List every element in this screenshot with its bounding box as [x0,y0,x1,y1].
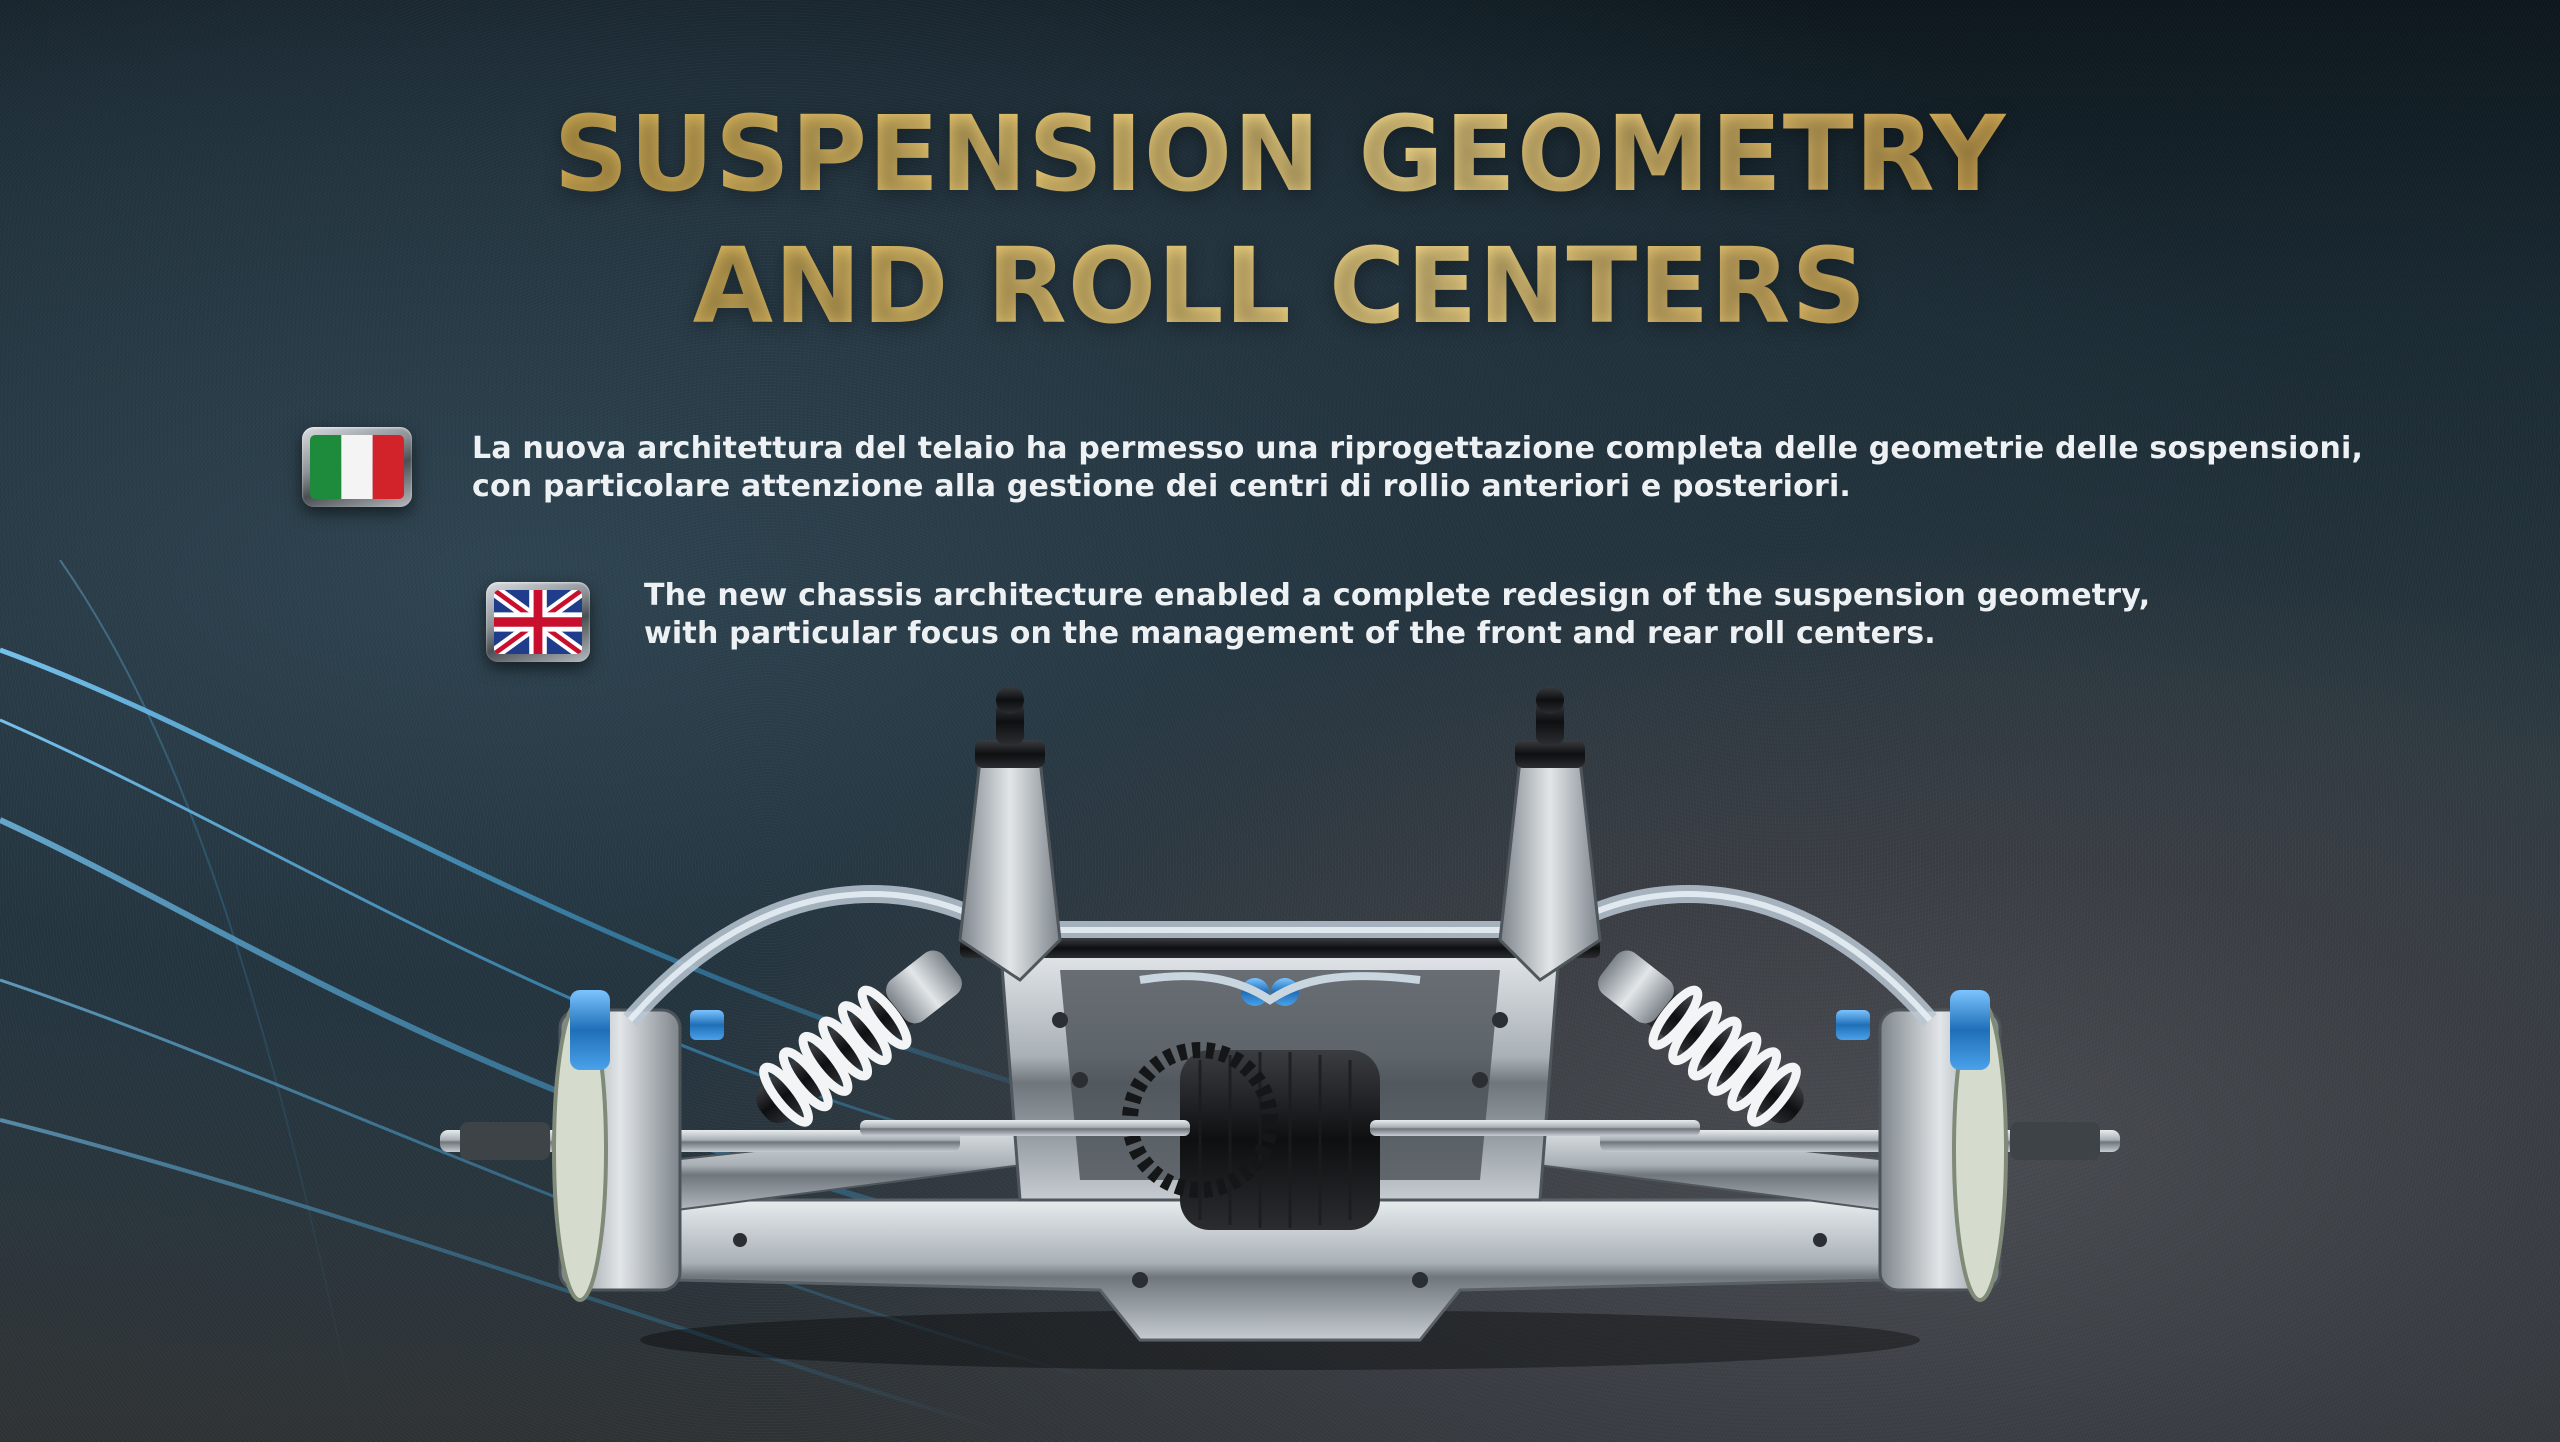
italian-line-1: La nuova architettura del telaio ha perm… [472,431,2364,466]
rc-chassis-render [440,686,2120,1370]
italy-flag-icon [302,427,412,507]
english-line-1: The new chassis architecture enabled a c… [644,578,2151,613]
page-title: SUSPENSION GEOMETRY AND ROLL CENTERS [0,88,2560,352]
title-line-2: AND ROLL CENTERS [692,225,1868,347]
italian-line-2: con particolare attenzione alla gestione… [472,469,1852,504]
english-line-2: with particular focus on the management … [644,616,1936,651]
italian-description: La nuova architettura del telaio ha perm… [472,430,2363,506]
uk-flag-icon [486,582,590,662]
title-line-1: SUSPENSION GEOMETRY [553,93,2007,215]
english-description: The new chassis architecture enabled a c… [644,577,2150,653]
